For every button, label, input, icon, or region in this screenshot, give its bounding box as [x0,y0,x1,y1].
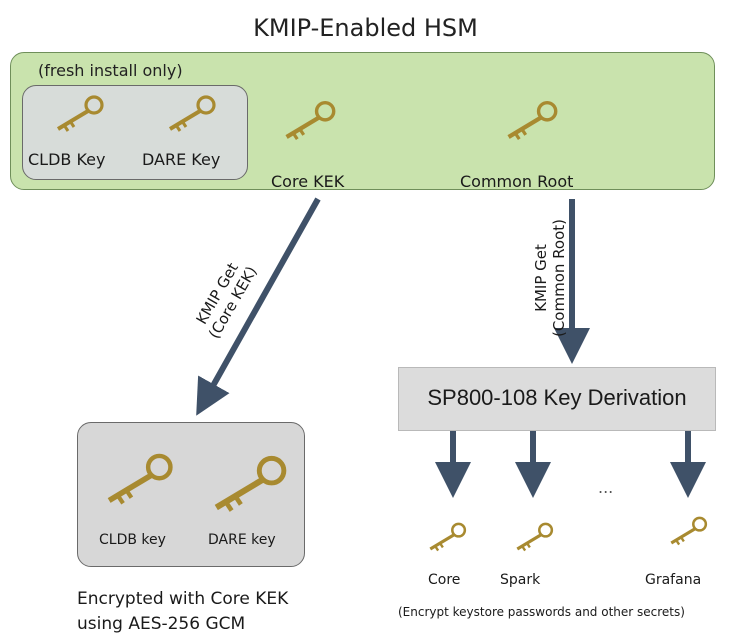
kmip-root-line1: KMIP Get [532,244,550,312]
key-derivation-box [398,367,716,431]
key-derivation-label: SP800-108 Key Derivation [427,385,687,410]
encrypted-caption-line1: Encrypted with Core KEK [77,589,289,609]
encrypted-cldb-key-icon [107,453,173,505]
fresh-install-label: (fresh install only) [38,61,183,80]
derivation-note: (Encrypt keystore passwords and other se… [398,605,685,619]
encrypted-cldb-key-label: CLDB key [99,532,166,548]
arrow-core-kek [196,197,321,416]
dare-key-label: DARE Key [142,150,221,169]
dare-key-icon [168,95,216,132]
output-spark-label: Spark [500,572,541,588]
core-derived-key-icon [429,522,467,552]
common-root-label: Common Root [460,172,574,191]
encrypted-dare-key-label: DARE key [208,532,276,548]
kmip-get-root-label: KMIP Get (Common Root) [532,213,568,343]
core-kek-icon [285,101,336,141]
output-grafana-label: Grafana [645,572,702,588]
cldb-key-label: CLDB Key [28,150,106,169]
cldb-key-icon [56,95,104,132]
output-core-label: Core [428,572,461,588]
core-kek-label: Core KEK [271,172,345,191]
kmip-root-line2: (Common Root) [550,219,568,338]
encrypted-dare-key-icon [214,455,287,512]
diagram-title: KMIP-Enabled HSM [253,14,478,42]
fresh-install-box [22,85,248,180]
grafana-derived-key-icon [670,516,708,546]
common-root-icon [507,101,558,141]
encrypted-caption-line2: using AES-256 GCM [77,614,246,634]
ellipsis: ... [598,478,614,497]
spark-derived-key-icon [516,522,554,552]
